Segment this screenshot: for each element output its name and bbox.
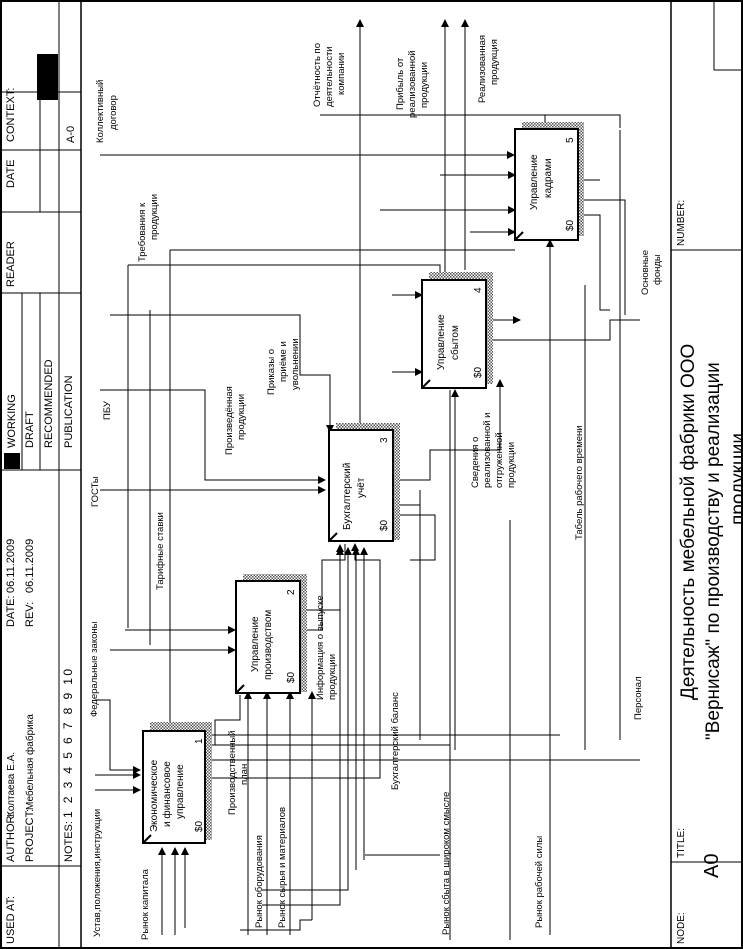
activity-box-4: Управление сбытом $0 4: [421, 272, 493, 389]
label-svedeniya-4: продукции: [506, 442, 517, 488]
label-proizved-1: Произведённая: [224, 386, 235, 455]
project-label: PROJECT:: [24, 809, 36, 862]
title-label: TITLE:: [676, 828, 687, 858]
arrow-lines: [95, 19, 640, 940]
label-gosty: ГОСТы: [90, 476, 101, 507]
box-3-cost: $0: [379, 519, 390, 531]
rev-label: REV:: [24, 602, 36, 627]
label-proizv-plan-1: Производственный: [227, 730, 238, 815]
label-tabel: Табель рабочего времени: [574, 425, 585, 540]
box-5-label-2: кадрами: [543, 158, 554, 198]
number-label: NUMBER:: [676, 200, 687, 246]
label-osnovnye-2: фонды: [652, 254, 663, 285]
label-tarifnye-stavki: Тарифные ставки: [155, 512, 166, 590]
label-svedeniya-3: отгруженной: [494, 432, 505, 488]
label-rynok-rabochey-sily: Рынок рабочей силы: [534, 836, 545, 928]
author-label: AUTHOR:: [5, 813, 17, 863]
label-kollektivny-2: договор: [108, 95, 119, 130]
activity-box-5: Управление кадрами $0 5: [514, 122, 584, 241]
box-4-label-2: сбытом: [449, 325, 461, 360]
node-label: NODE:: [676, 912, 687, 944]
used-at-label: USED AT:: [5, 896, 17, 944]
date-label: DATE:: [5, 595, 17, 627]
status-draft: DRAFT: [24, 411, 36, 448]
box-1-cost: $0: [194, 820, 205, 832]
date-value: 06.11.2009: [5, 539, 17, 593]
label-realiz-1: Реализованная: [477, 35, 488, 103]
node-value: A0: [701, 854, 723, 878]
label-trebovaniya-2: продукции: [149, 194, 160, 240]
box-5-label-1: Управление: [529, 154, 540, 210]
label-rynok-kapitala: Рынок капитала: [140, 868, 151, 940]
activity-box-1: Экономическое и финансовое управление $0…: [142, 722, 212, 844]
box-2-number: 2: [286, 589, 297, 595]
label-realiz-2: продукция: [489, 39, 500, 85]
label-proizv-plan-2: план: [239, 764, 250, 785]
label-pribyl-1: Прибыль от: [395, 57, 406, 110]
label-trebovaniya-1: Требования к: [137, 202, 148, 262]
box-1-number: 1: [194, 738, 205, 744]
label-svedeniya-2: реализованной и: [482, 413, 493, 489]
box-1-label-1: Экономическое: [149, 759, 160, 832]
label-info-vypusk-2: продукции: [327, 654, 338, 700]
date-column-label: DATE: [5, 159, 17, 188]
notes-label: NOTES:: [63, 821, 75, 862]
label-rynok-sbyta: Рынок сбыта в широком смысле: [441, 792, 452, 935]
label-ustav: Устав,положения,инструкции: [92, 809, 103, 937]
label-otchetnost-1: Отчётность по: [312, 43, 323, 107]
activity-box-2: Управление производством $0 2: [235, 574, 307, 694]
box-3-label-2: учёт: [356, 477, 367, 498]
label-otchetnost-2: деятельности: [324, 46, 335, 107]
label-rynok-syrya: Рынок сырья и материалов: [277, 807, 288, 928]
context-thumbnail: [37, 54, 58, 100]
context-label: CONTEXT:: [5, 88, 17, 142]
rev-value: 06.11.2009: [24, 539, 36, 593]
box-1-label-2: и финансовое: [161, 761, 173, 827]
label-pbu: ПБУ: [102, 400, 113, 420]
label-kollektivny-1: Коллективный: [95, 80, 106, 143]
box-1-label-3: управление: [175, 764, 186, 819]
reader-label: READER: [5, 241, 17, 287]
box-4-label-1: Управление: [436, 314, 447, 370]
label-otchetnost-3: компании: [336, 53, 347, 95]
box-5-cost: $0: [565, 219, 576, 231]
label-pribyl-2: реализованной: [407, 50, 418, 118]
project-value: Мебельная фабрика: [24, 714, 36, 810]
box-2-label-1: Управление: [250, 616, 261, 672]
box-4-cost: $0: [473, 366, 484, 378]
label-buh-balans: Бухгалтерский баланс: [390, 692, 401, 790]
label-svedeniya-1: Сведения о: [470, 437, 481, 488]
label-federalnye-zakony: Федеральные законы: [89, 621, 100, 717]
status-publication: PUBLICATION: [63, 375, 75, 448]
box-3-label-1: Бухгалтерский: [342, 463, 353, 530]
notes-numbers: 1 2 3 4 5 6 7 8 9 10: [61, 667, 75, 818]
label-info-vypusk-1: Информация о выпуске: [315, 595, 326, 700]
box-5-number: 5: [565, 137, 576, 143]
box-2-label-2: производством: [263, 610, 274, 680]
box-4-number: 4: [473, 287, 484, 293]
activity-box-3: Бухгалтерский учёт $0 3: [328, 423, 400, 542]
author-value: Колтаева Е.А.: [6, 752, 17, 817]
title-line-2: "Вернисаж" по производству и реализации: [703, 362, 724, 740]
title-line-1: Деятельность мебельной фабрики ООО: [678, 344, 699, 700]
label-rynok-oborudovaniya: Рынок оборудования: [254, 835, 265, 928]
title-line-3: продукции: [728, 433, 743, 525]
label-proizved-2: продукции: [236, 394, 247, 440]
status-recommended: RECOMMENDED: [43, 359, 55, 448]
label-prikazy-1: Приказы о: [266, 349, 277, 395]
label-prikazy-2: приёме и: [278, 341, 289, 382]
label-pribyl-3: продукции: [419, 62, 430, 108]
box-3-number: 3: [379, 437, 390, 443]
label-personal: Персонал: [633, 676, 644, 720]
box-2-cost: $0: [286, 671, 297, 683]
status-working: WORKING: [6, 394, 18, 448]
working-status-marker: [4, 453, 20, 469]
label-prikazy-3: увольнении: [290, 338, 301, 390]
label-osnovnye-1: Основные: [640, 250, 651, 295]
context-node: A-0: [65, 126, 77, 143]
